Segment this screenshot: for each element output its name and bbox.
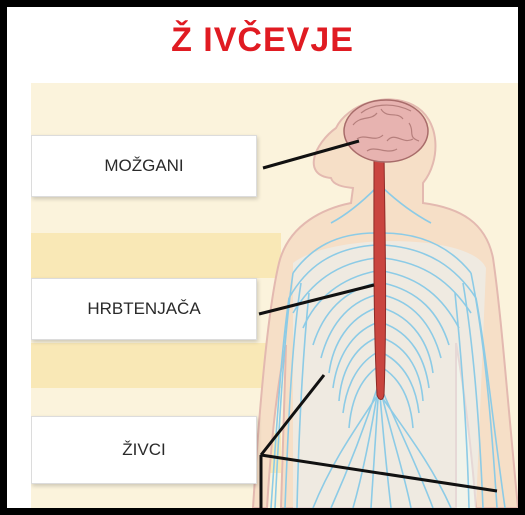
label-spinal-cord-text: HRBTENJAČA: [87, 299, 200, 319]
label-brain: MOŽGANI: [31, 135, 257, 197]
illustration-area: MOŽGANI HRBTENJAČA ŽIVCI: [31, 83, 518, 508]
spinal-cord-shape: [374, 153, 386, 400]
diagram-title: Ž IVČEVJE: [7, 21, 518, 60]
label-spinal-cord: HRBTENJAČA: [31, 278, 257, 340]
label-nerves-text: ŽIVCI: [122, 440, 165, 460]
label-nerves: ŽIVCI: [31, 416, 257, 484]
label-brain-text: MOŽGANI: [104, 156, 183, 176]
brain-shape: [344, 100, 428, 162]
